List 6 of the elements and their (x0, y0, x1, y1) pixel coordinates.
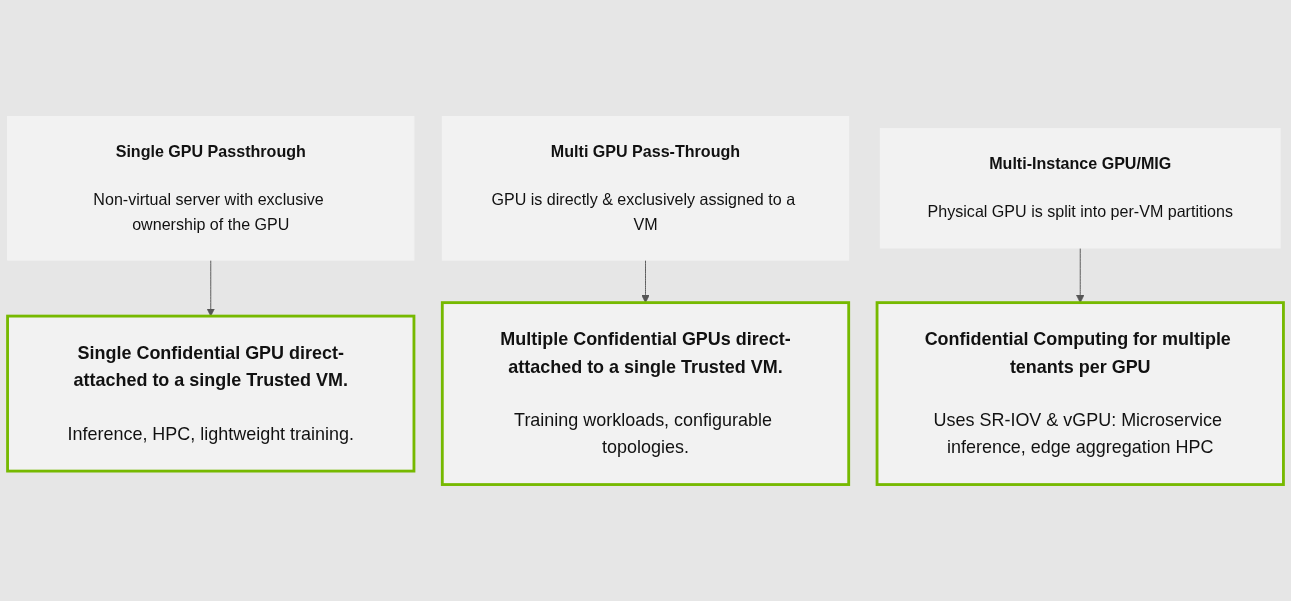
node-box: Single GPU Passthrough Non-virtual server with exclusive ownership of the GPU (7, 115, 415, 261)
node-box: Single Confidential GPU direct-attached to a single Trusted VM. Inference, HPC, lightweight training. (6, 314, 416, 473)
node-box: Multi GPU Pass-Through GPU is directly & exclusively assigned to a VM (441, 115, 850, 261)
node-box: Multiple Confidential GPUs direct-attached to a single Trusted VM. Training workloads, configurable topologies. (440, 301, 851, 486)
node-box: Multi-Instance GPU/MIG Physical GPU is split into per-VM partitions (879, 128, 1281, 249)
node-box: Confidential Computing for multiple tenants per GPU Uses SR-IOV & vGPU: Microservice inference, edge aggregation HPC (875, 301, 1285, 486)
